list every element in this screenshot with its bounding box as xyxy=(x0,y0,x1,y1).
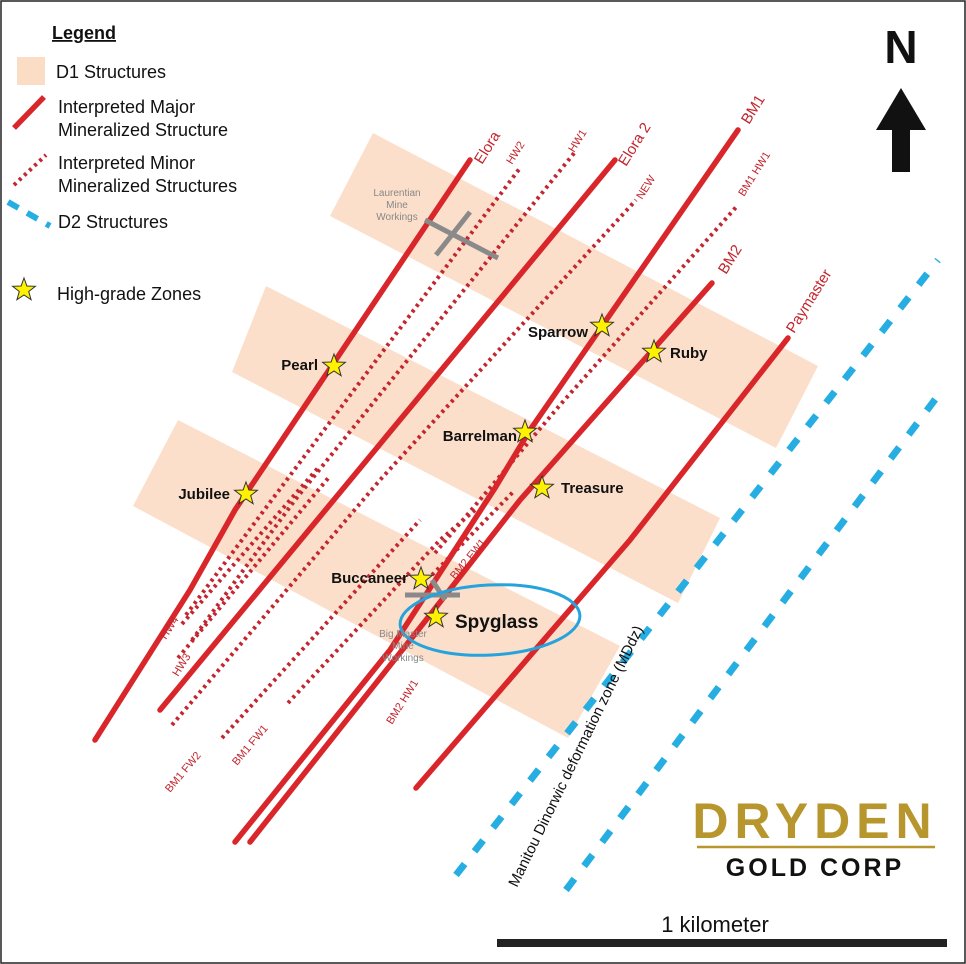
label-bm2: BM2 xyxy=(715,242,746,277)
label-elora: Elora xyxy=(471,128,504,167)
d2-structures xyxy=(453,257,943,893)
legend: Legend D1 Structures Interpreted Major M… xyxy=(6,23,237,304)
major-elora xyxy=(92,157,473,743)
legend-zones-label: High-grade Zones xyxy=(57,284,201,304)
d1-band-1 xyxy=(330,133,818,448)
legend-major-label-1: Interpreted Major xyxy=(58,97,195,117)
label-paymaster: Paymaster xyxy=(783,266,835,336)
minor-new xyxy=(170,198,638,727)
scale-bar-line xyxy=(497,939,947,947)
zone-label-pearl: Pearl xyxy=(281,357,318,374)
legend-minor-label-1: Interpreted Minor xyxy=(58,153,195,173)
laurentian-label-1: Laurentian xyxy=(373,188,420,199)
spyglass-ellipse xyxy=(398,583,582,657)
legend-major-label-2: Mineralized Structure xyxy=(58,120,228,140)
laurentian-label-2: Mine xyxy=(386,200,408,211)
mine-labels: Laurentian Mine Workings Big Master Mine… xyxy=(373,188,427,664)
scale-bar: 1 kilometer xyxy=(497,912,947,947)
label-hw1: HW1 xyxy=(566,127,589,154)
north-label: N xyxy=(884,21,917,73)
major-paymaster xyxy=(413,335,791,791)
zone-label-barrelman: Barrelman xyxy=(443,428,517,445)
label-bm1-fw1: BM1 FW1 xyxy=(230,723,271,768)
label-hw2: HW2 xyxy=(504,139,527,166)
label-bm1-fw2: BM1 FW2 xyxy=(163,750,204,795)
zone-label-ruby: Ruby xyxy=(670,345,708,362)
minor-bm1-hw1 xyxy=(433,203,740,555)
legend-minor-label-2: Mineralized Structures xyxy=(58,176,237,196)
label-bm1-hw1: BM1 HW1 xyxy=(736,150,773,199)
d2-line-2 xyxy=(563,390,943,893)
d2-line-1 xyxy=(453,257,941,878)
high-grade-zones: Pearl Jubilee Sparrow Ruby Barrelman Tre… xyxy=(178,313,708,633)
legend-major-swatch xyxy=(12,95,46,130)
zone-label-buccaneer: Buccaneer xyxy=(331,570,408,587)
scale-label: 1 kilometer xyxy=(661,912,769,937)
minor-bm2-fw1 xyxy=(430,488,517,577)
bigmaster-label-3: Workings xyxy=(382,653,424,664)
legend-title: Legend xyxy=(52,23,116,43)
bigmaster-label-2: Mine xyxy=(392,641,414,652)
zone-label-treasure: Treasure xyxy=(561,480,624,497)
label-hw4: HW4 xyxy=(158,614,181,641)
zone-label-spyglass: Spyglass xyxy=(455,612,538,633)
bigmaster-working-2 xyxy=(429,578,448,602)
zone-label-sparrow: Sparrow xyxy=(528,324,588,341)
laurentian-label-3: Workings xyxy=(376,212,418,223)
dryden-logo: DRYDEN GOLD CORP xyxy=(692,793,937,882)
d1-structures xyxy=(133,133,818,738)
north-arrow-icon xyxy=(876,88,926,172)
brand-name: DRYDEN xyxy=(692,793,937,849)
minor-bm1-fw2 xyxy=(220,518,422,740)
minor-hw1 xyxy=(190,150,577,642)
major-elora2 xyxy=(157,157,618,713)
label-elora2: Elora 2 xyxy=(615,120,655,169)
label-bm2-hw1: BM2 HW1 xyxy=(384,678,421,727)
minor-hw3 xyxy=(176,474,332,660)
brand-subtitle: GOLD CORP xyxy=(726,854,904,882)
legend-d2-swatch xyxy=(6,199,52,229)
zone-label-jubilee: Jubilee xyxy=(178,486,230,503)
legend-d1-label: D1 Structures xyxy=(56,62,166,82)
legend-star-icon xyxy=(12,277,36,301)
label-bm1: BM1 xyxy=(738,92,769,127)
minor-structures xyxy=(170,150,740,740)
label-new: NEW xyxy=(634,173,658,202)
legend-d2-label: D2 Structures xyxy=(58,212,168,232)
major-bm2 xyxy=(247,280,715,845)
north-arrow: N xyxy=(876,21,926,172)
legend-minor-swatch xyxy=(12,153,48,187)
laurentian-working-2 xyxy=(434,210,472,257)
d1-band-2 xyxy=(232,286,720,603)
d1-band-3 xyxy=(133,420,620,738)
laurentian-working-1 xyxy=(423,217,500,261)
bigmaster-label-1: Big Master xyxy=(379,629,427,640)
legend-d1-swatch xyxy=(17,57,45,85)
